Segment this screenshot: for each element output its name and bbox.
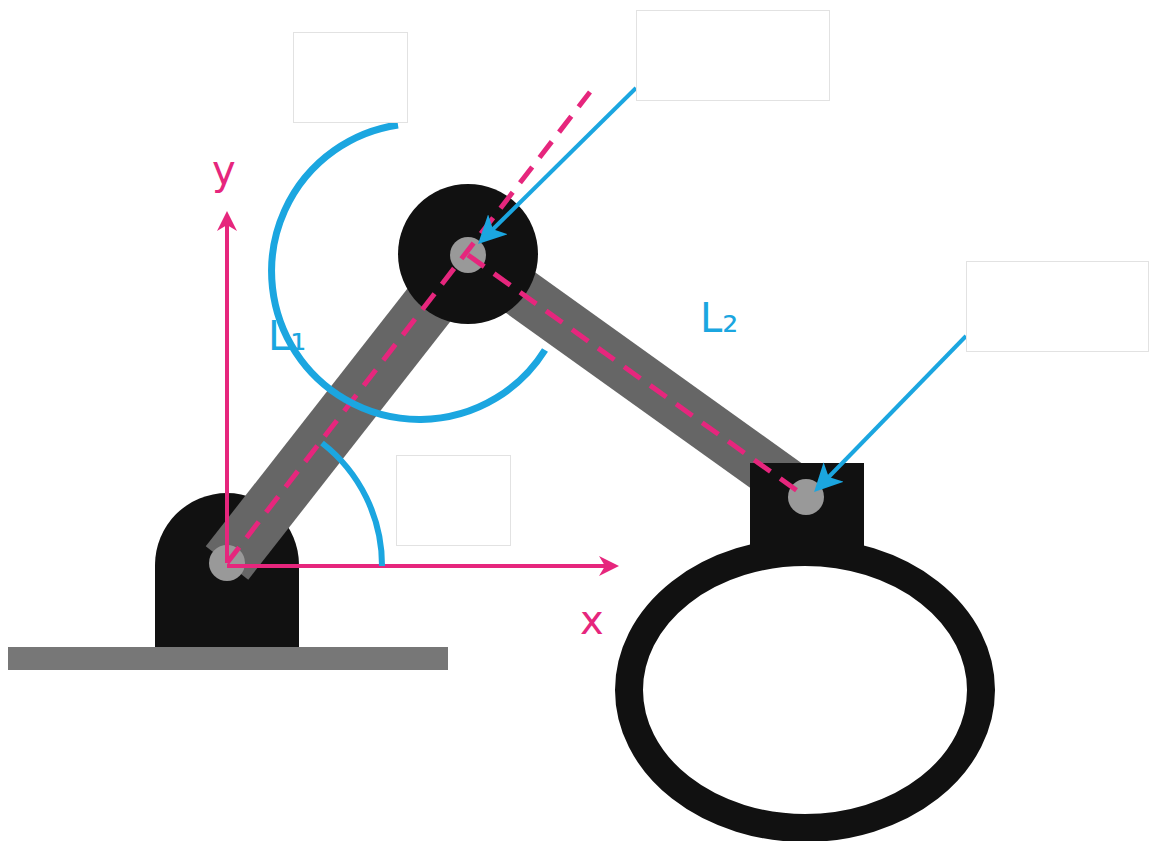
angle-arc [272, 125, 545, 419]
y-axis [225, 215, 229, 563]
end-ring [629, 552, 981, 828]
leader-line [482, 88, 636, 240]
link-label: L₁ [268, 316, 306, 356]
blank-box [967, 262, 1149, 352]
leader-line [818, 336, 966, 488]
angle-arc [322, 443, 382, 566]
blank-box [397, 456, 511, 546]
link-label: L₂ [700, 298, 738, 338]
axis-label: x [580, 600, 604, 640]
ground-bar [8, 647, 448, 670]
blank-box [294, 33, 408, 123]
end-block [750, 463, 864, 547]
center-line [468, 255, 806, 497]
x-axis [227, 564, 615, 568]
axis-label: y [212, 150, 236, 190]
blank-box [637, 11, 830, 101]
center-line [227, 92, 590, 563]
